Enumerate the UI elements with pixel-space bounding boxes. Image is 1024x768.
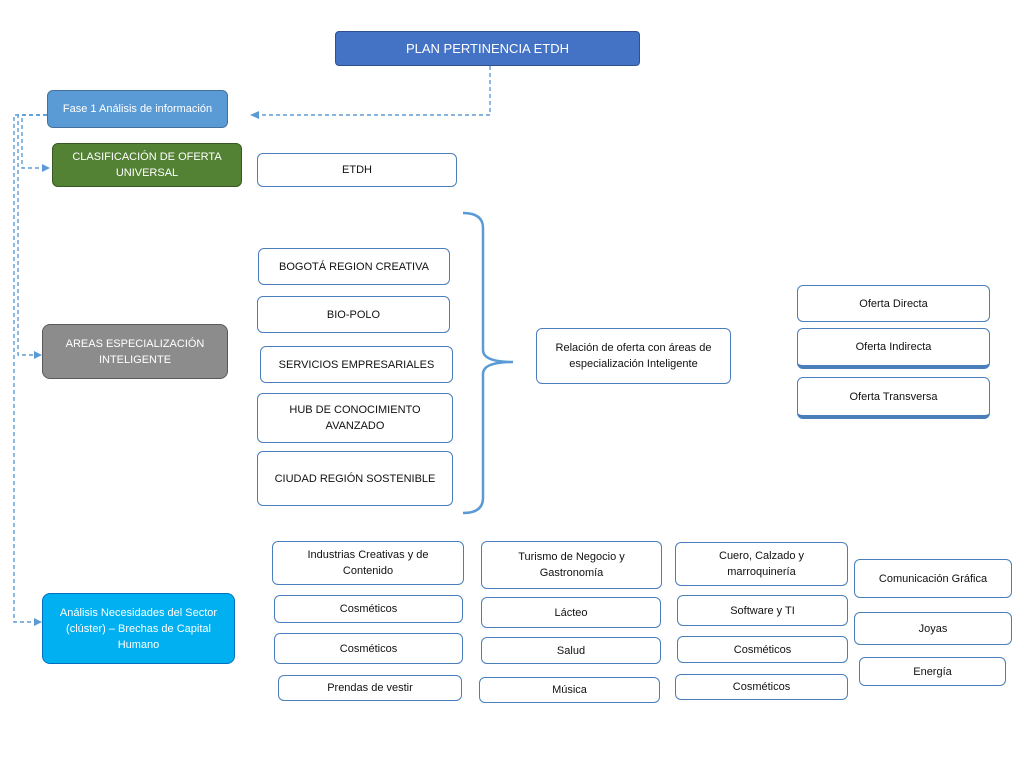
sector-item: Turismo de Negocio y Gastronomía [481, 541, 662, 589]
sector-item: Cosméticos [274, 633, 463, 664]
sector-item: Comunicación Gráfica [854, 559, 1012, 598]
sector-item: Cosméticos [274, 595, 463, 623]
area-item: BOGOTÁ REGION CREATIVA [258, 248, 450, 285]
areas-box: AREAS ESPECIALIZACIÓN INTELIGENTE [42, 324, 228, 379]
sector-item: Joyas [854, 612, 1012, 645]
sector-item: Música [479, 677, 660, 703]
area-item: HUB DE CONOCIMIENTO AVANZADO [257, 393, 453, 443]
area-item: SERVICIOS EMPRESARIALES [260, 346, 453, 383]
oferta-indirecta: Oferta Indirecta [797, 328, 990, 369]
sector-item: Cuero, Calzado y marroquinería [675, 542, 848, 586]
rail-middle [17, 114, 47, 356]
fase1-box: Fase 1 Análisis de información [47, 90, 228, 128]
sector-item: Energía [859, 657, 1006, 686]
area-item: CIUDAD REGIÓN SOSTENIBLE [257, 451, 453, 506]
clasificacion-box: CLASIFICACIÓN DE OFERTA UNIVERSAL [52, 143, 242, 187]
relacion-box: Relación de oferta con áreas de especial… [536, 328, 731, 384]
sector-item: Software y TI [677, 595, 848, 626]
sector-item: Industrias Creativas y de Contenido [272, 541, 464, 585]
curly-brace [462, 211, 514, 515]
sector-item: Lácteo [481, 597, 661, 628]
oferta-directa: Oferta Directa [797, 285, 990, 322]
page-title: PLAN PERTINENCIA ETDH [335, 31, 640, 66]
title-to-fase-connector [258, 66, 491, 116]
sector-item: Cosméticos [677, 636, 848, 663]
connector-arrowheads [34, 111, 259, 626]
area-item: BIO-POLO [257, 296, 450, 333]
rail-inner [21, 114, 47, 169]
oferta-transversa: Oferta Transversa [797, 377, 990, 419]
sector-item: Salud [481, 637, 661, 664]
sector-item: Cosméticos [675, 674, 848, 700]
etdh-box: ETDH [257, 153, 457, 187]
analisis-box: Análisis Necesidades del Sector (clúster… [42, 593, 235, 664]
sector-item: Prendas de vestir [278, 675, 462, 701]
